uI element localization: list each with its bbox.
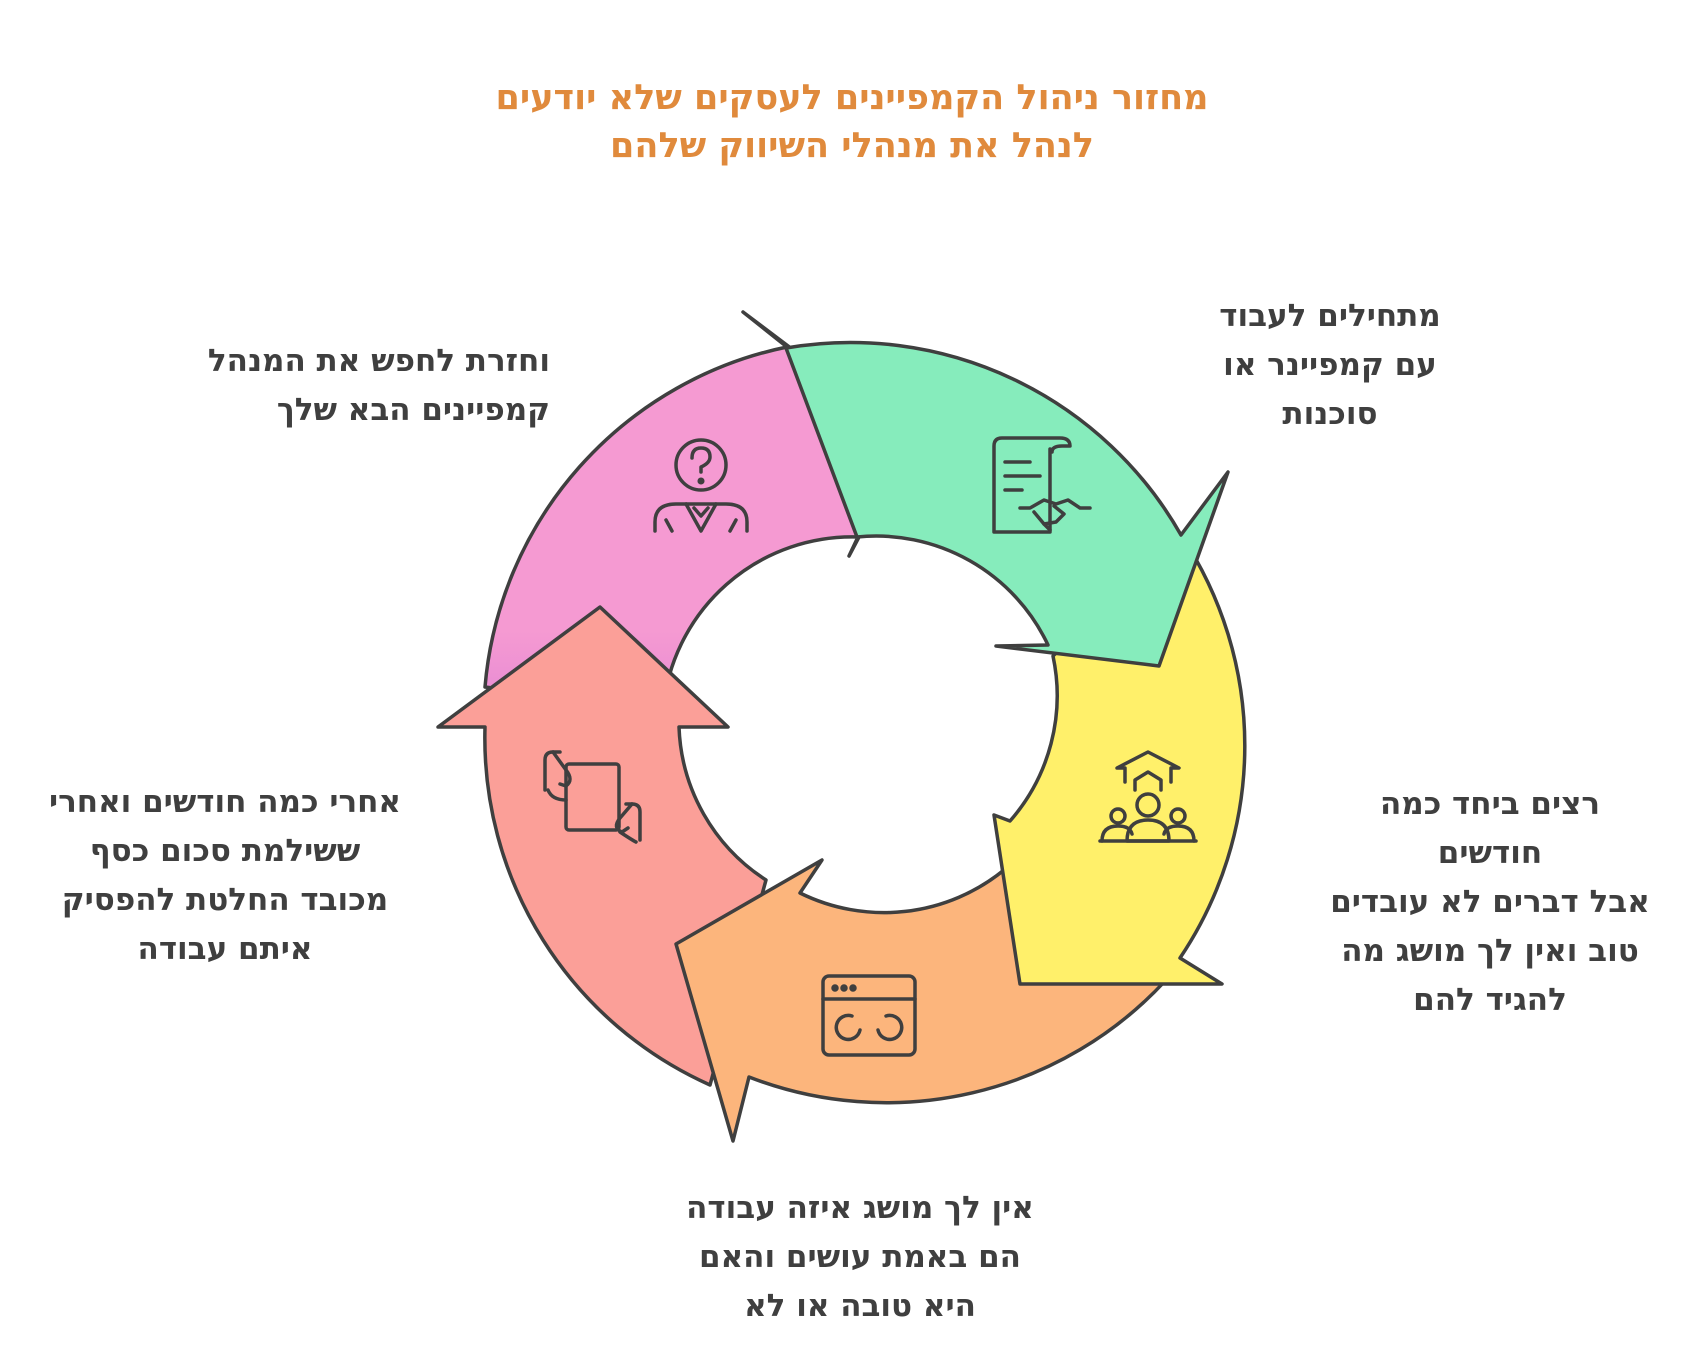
step-3-label: אין לך מושג איזה עבודה הם באמת עושים והא… bbox=[600, 1184, 1120, 1331]
step-5-label: וחזרת לחפש את המנהל קמפיינים הבא שלך bbox=[130, 337, 550, 435]
step-5-line-1: וחזרת לחפש את המנהל bbox=[207, 343, 550, 379]
team-growth-icon bbox=[1098, 750, 1198, 843]
step-2-line-2: חודשים bbox=[1437, 835, 1543, 871]
step-2-label: רצים ביחד כמה חודשים אבל דברים לא עובדים… bbox=[1270, 780, 1704, 1025]
step-2-line-5: להגיד להם bbox=[1413, 982, 1567, 1018]
step-1-line-3: סוכנות bbox=[1282, 396, 1378, 432]
step-2-line-3: אבל דברים לא עובדים bbox=[1330, 884, 1650, 920]
title-line-1: מחזור ניהול הקמפיינים לעסקים שלא יודעים bbox=[495, 78, 1209, 118]
title-line-2: לנהל את מנהלי השיווק שלהם bbox=[610, 126, 1094, 166]
diagram-title: מחזור ניהול הקמפיינים לעסקים שלא יודעים … bbox=[352, 74, 1352, 170]
person-question-icon bbox=[653, 438, 749, 533]
loading-window-icon bbox=[821, 974, 917, 1057]
step-1-line-2: עם קמפיינר או bbox=[1223, 347, 1437, 383]
step-1-label: מתחילים לעבוד עם קמפיינר או סוכנות bbox=[1130, 292, 1530, 439]
step-4-line-3: מכובד החלטת להפסיק bbox=[61, 882, 389, 918]
step-3-line-2: הם באמת עושים והאם bbox=[699, 1239, 1021, 1275]
contract-handshake-icon bbox=[992, 436, 1092, 534]
step-1-line-1: מתחילים לעבוד bbox=[1219, 298, 1441, 334]
step-3-line-1: אין לך מושג איזה עבודה bbox=[686, 1190, 1034, 1226]
cycle-arrow-step-1 bbox=[784, 340, 1230, 668]
step-2-line-4: טוב ואין לך מושג מה bbox=[1341, 933, 1639, 969]
step-5-line-2: קמפיינים הבא שלך bbox=[276, 392, 550, 428]
step-4-line-1: אחרי כמה חודשים ואחרי bbox=[48, 784, 401, 820]
step-3-line-3: היא טובה או לא bbox=[744, 1288, 976, 1324]
cycle-arrow-step-2 bbox=[992, 533, 1247, 986]
step-4-label: אחרי כמה חודשים ואחרי ששילמת סכום כסף מכ… bbox=[20, 778, 430, 974]
step-2-line-1: רצים ביחד כמה bbox=[1379, 786, 1601, 822]
handing-document-icon bbox=[543, 750, 642, 844]
step-4-line-4: איתם עבודה bbox=[137, 931, 313, 967]
step-4-line-2: ששילמת סכום כסף bbox=[89, 833, 361, 869]
